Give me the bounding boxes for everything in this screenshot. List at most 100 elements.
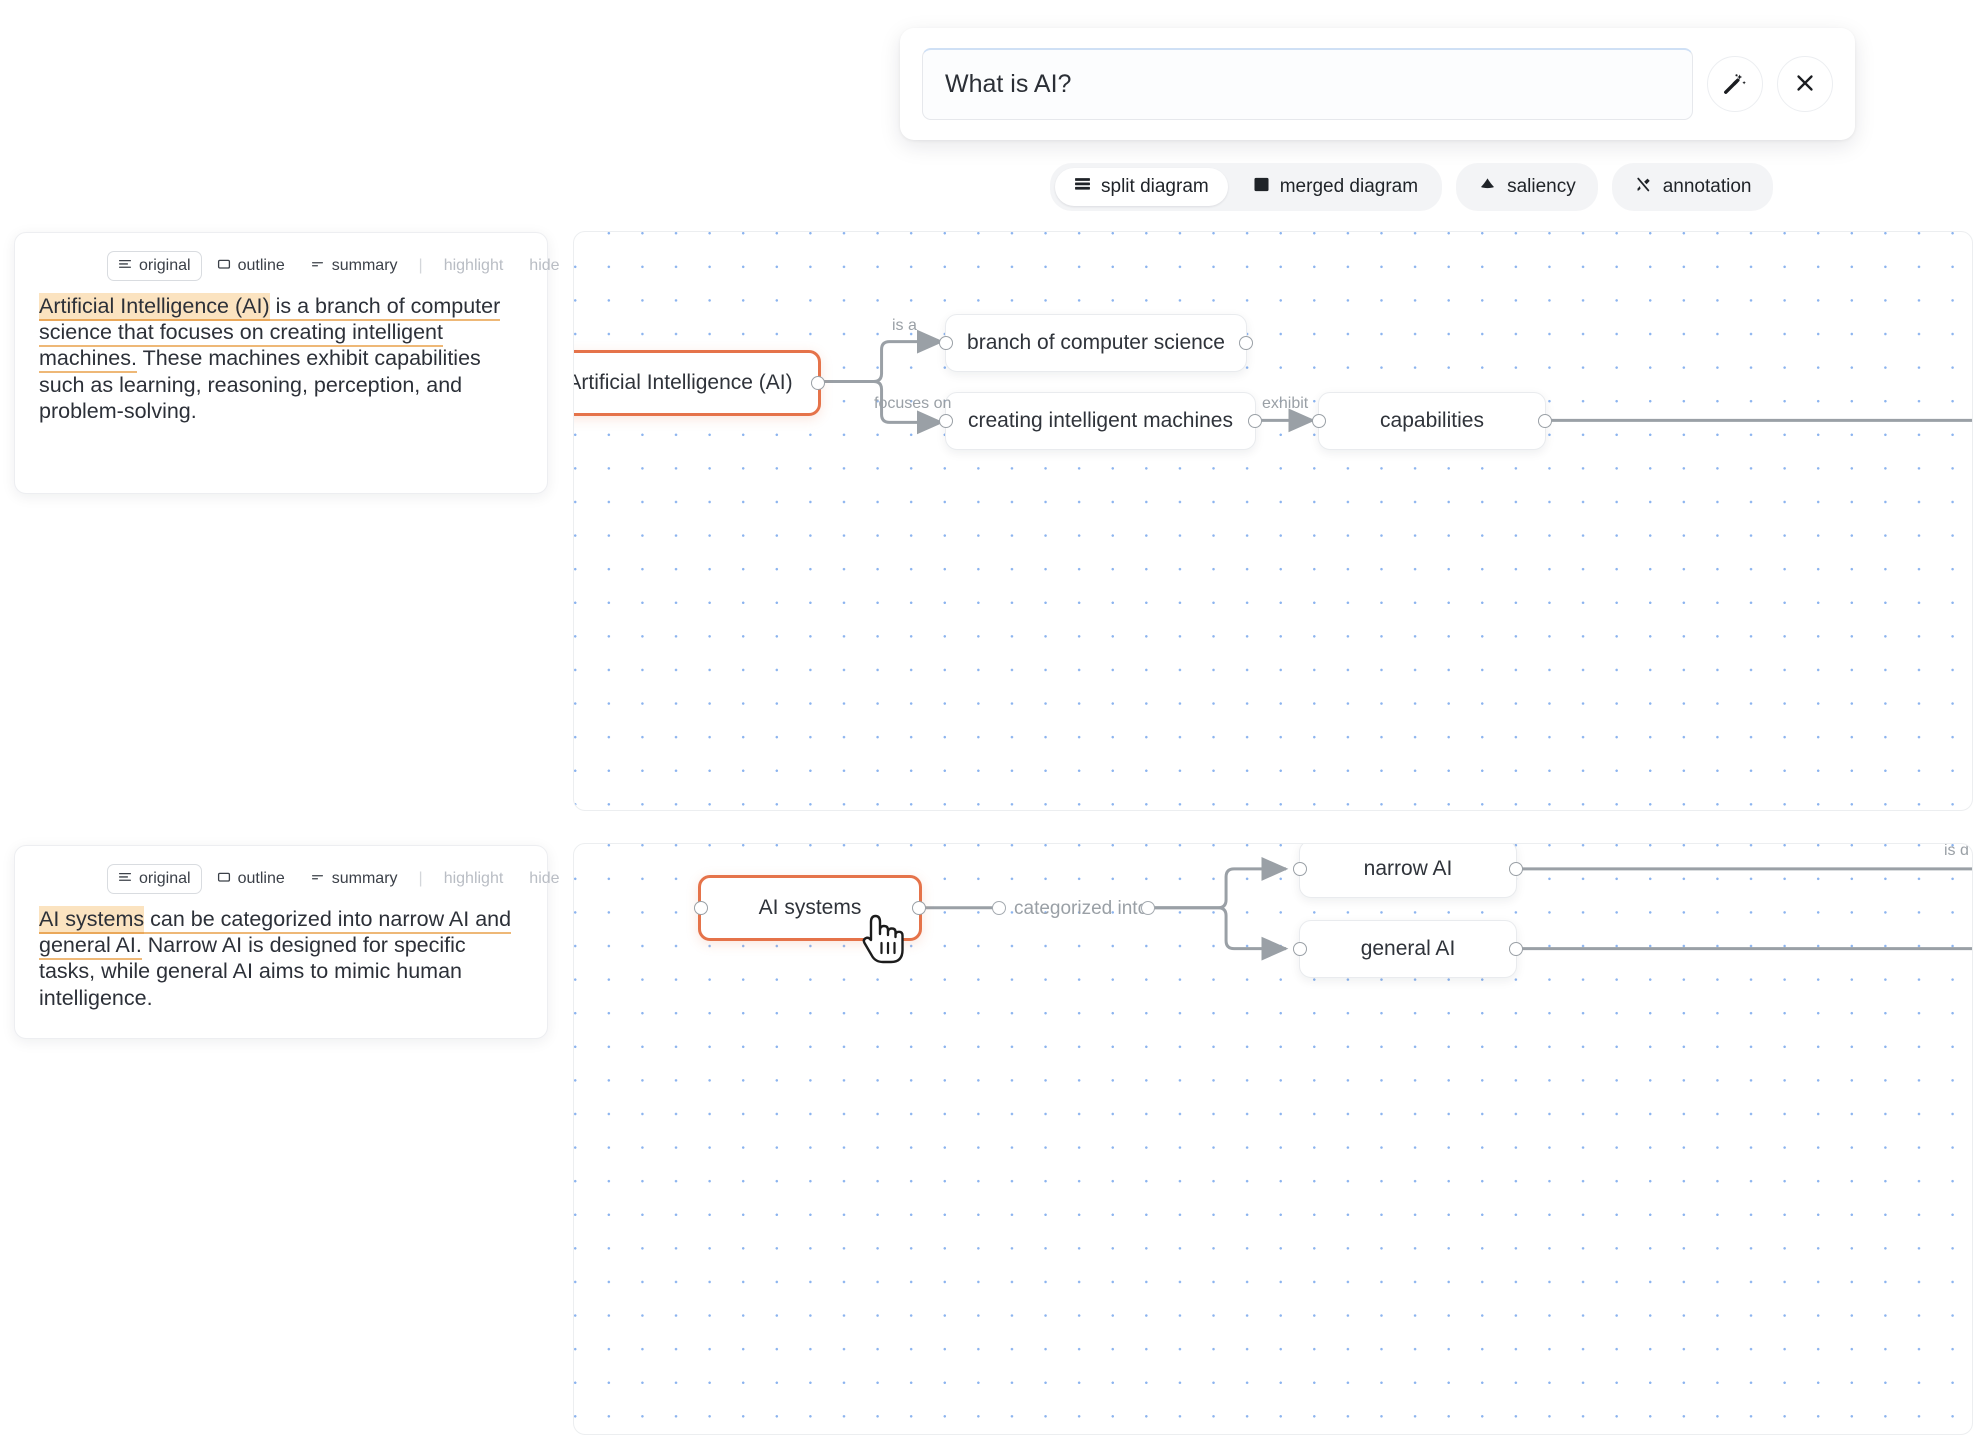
diagram1-node-label: creating intelligent machines	[968, 409, 1233, 432]
cone-icon	[1478, 175, 1497, 200]
card2-view-original-label: original	[139, 870, 191, 887]
close-icon	[1793, 71, 1817, 98]
card2-highlight-toggle[interactable]: highlight	[433, 864, 515, 894]
card2-hide-toggle[interactable]: hide	[518, 864, 570, 894]
card1-view-outline[interactable]: outline	[206, 251, 296, 281]
lines-icon	[118, 257, 132, 276]
card2-body: AI systems can be categorized into narro…	[39, 906, 523, 1011]
card2-view-summary-label: summary	[331, 870, 398, 887]
diagram1-node-label: branch of computer science	[967, 331, 1225, 354]
lines-icon	[118, 870, 132, 889]
card1-view-summary[interactable]: summary	[300, 251, 409, 281]
short-lines-icon	[311, 870, 325, 889]
mode-split-diagram[interactable]: split diagram	[1055, 168, 1228, 206]
diagram2-node-narrow-ai[interactable]: narrow AI	[1293, 844, 1523, 898]
mode-annotation[interactable]: annotation	[1611, 163, 1774, 211]
card1-highlighted-phrase[interactable]: Artificial Intelligence (AI)	[39, 293, 270, 321]
mode-merged-diagram-label: merged diagram	[1279, 176, 1419, 197]
diagram2-edge-label-is-designed: is d	[1944, 843, 1969, 859]
card1-hide-toggle[interactable]: hide	[518, 251, 570, 281]
square-fill-icon	[1253, 176, 1270, 199]
query-bar	[900, 28, 1855, 140]
diagram2-edge-label-categorized-into[interactable]: categorized into	[1014, 898, 1149, 919]
handle-right[interactable]	[1509, 942, 1523, 956]
magic-wand-button[interactable]	[1707, 56, 1763, 112]
card1-plain-text: These machines exhibit capabilities such…	[39, 346, 481, 423]
edge-to-general	[1153, 906, 1289, 961]
edge-is-a	[820, 329, 944, 383]
card1-body: Artificial Intelligence (AI) is a branch…	[39, 293, 523, 424]
handle-right[interactable]	[1538, 414, 1552, 428]
mode-toolbar: split diagram merged diagram saliency	[1050, 163, 1774, 211]
diagram2-node-ai-systems[interactable]: AI systems	[694, 875, 926, 941]
edge-handle-right[interactable]	[1141, 901, 1155, 915]
short-lines-icon	[311, 257, 325, 276]
diagram2-node-label: narrow AI	[1363, 857, 1453, 880]
card1-highlight-label: highlight	[443, 257, 504, 274]
diagram1-node-creating-intelligent-machines[interactable]: creating intelligent machines	[939, 392, 1262, 450]
card2-highlight-label: highlight	[443, 870, 504, 887]
card2-view-summary[interactable]: summary	[300, 864, 409, 894]
diagram1-node-label: Artificial Intelligence (AI)	[573, 371, 793, 394]
text-card-original-2: original outline summary	[14, 845, 560, 1039]
handle-right[interactable]	[1509, 862, 1523, 876]
card1-view-original[interactable]: original	[107, 251, 202, 281]
card2-underlined-text[interactable]: can be categorized into narrow AI and ge…	[39, 907, 512, 961]
diagram2-node-label: AI systems	[758, 896, 862, 919]
handle-left[interactable]	[1293, 862, 1307, 876]
diagram1-edge-label-is-a[interactable]: is a	[892, 317, 917, 334]
card2-view-outline-label: outline	[237, 870, 285, 887]
mode-saliency-label: saliency	[1507, 176, 1576, 197]
magic-wand-icon	[1722, 70, 1748, 99]
square-outline-icon	[217, 257, 231, 276]
diagram1-node-artificial-intelligence[interactable]: Artificial Intelligence (AI)	[573, 350, 825, 416]
handle-left[interactable]	[939, 414, 953, 428]
square-outline-icon	[217, 870, 231, 889]
edge-handle-left[interactable]	[992, 901, 1006, 915]
diagram2-node-label: general AI	[1360, 937, 1456, 960]
card1-toolbar-separator: |	[418, 257, 423, 274]
handle-left[interactable]	[694, 901, 708, 915]
diagram1-edge-label-exhibit[interactable]: exhibit	[1262, 395, 1309, 412]
handle-right[interactable]	[811, 376, 825, 390]
handle-left[interactable]	[939, 336, 953, 350]
card2-plain-text: Narrow AI is designed for specific tasks…	[39, 933, 466, 1010]
close-button[interactable]	[1777, 56, 1833, 112]
diagram1-node-branch-of-computer-science[interactable]: branch of computer science	[939, 314, 1253, 372]
handle-left[interactable]	[1312, 414, 1326, 428]
mode-saliency[interactable]: saliency	[1456, 163, 1598, 211]
card2-toolbar-separator: |	[418, 870, 423, 887]
card1-view-outline-label: outline	[237, 257, 285, 274]
diagram2-node-general-ai[interactable]: general AI	[1293, 920, 1523, 978]
diagram1-node-label: capabilities	[1380, 409, 1484, 432]
card-toolbar-2: original outline summary	[39, 862, 560, 896]
mode-split-diagram-label: split diagram	[1101, 176, 1209, 197]
text-card-original-1: original outline summary	[14, 232, 560, 494]
card-toolbar-1: original outline summary	[39, 249, 560, 283]
diagram1-node-capabilities[interactable]: capabilities	[1312, 392, 1552, 450]
diagram-mode-group: split diagram merged diagram	[1050, 163, 1443, 211]
rows-icon	[1074, 176, 1091, 199]
diagram-canvas-1[interactable]: Artificial Intelligence (AI) branch of c…	[573, 231, 1973, 811]
card1-highlight-toggle[interactable]: highlight	[433, 251, 515, 281]
pen-slash-icon	[1634, 175, 1653, 200]
mode-merged-diagram[interactable]: merged diagram	[1234, 168, 1437, 206]
query-input[interactable]	[922, 48, 1693, 120]
handle-right[interactable]	[1239, 336, 1253, 350]
mode-annotation-label: annotation	[1662, 176, 1752, 197]
diagram1-edges	[820, 329, 1972, 435]
card1-view-original-label: original	[139, 257, 191, 274]
edge-to-narrow	[1153, 856, 1289, 910]
handle-right[interactable]	[1248, 414, 1262, 428]
handle-left[interactable]	[1293, 942, 1307, 956]
diagram-canvas-2[interactable]: AI systems narrow AI general AI categori…	[573, 843, 1973, 1435]
handle-right[interactable]	[912, 901, 926, 915]
card2-view-outline[interactable]: outline	[206, 864, 296, 894]
card1-hide-label: hide	[529, 257, 560, 274]
card2-hide-label: hide	[529, 870, 560, 887]
diagram1-edge-label-focuses-on[interactable]: focuses on	[874, 395, 952, 412]
card2-highlighted-phrase[interactable]: AI systems	[39, 906, 145, 934]
card2-view-original[interactable]: original	[107, 864, 202, 894]
card1-underlined-text[interactable]: is a branch of computer science that foc…	[39, 294, 501, 374]
card1-view-summary-label: summary	[331, 257, 398, 274]
